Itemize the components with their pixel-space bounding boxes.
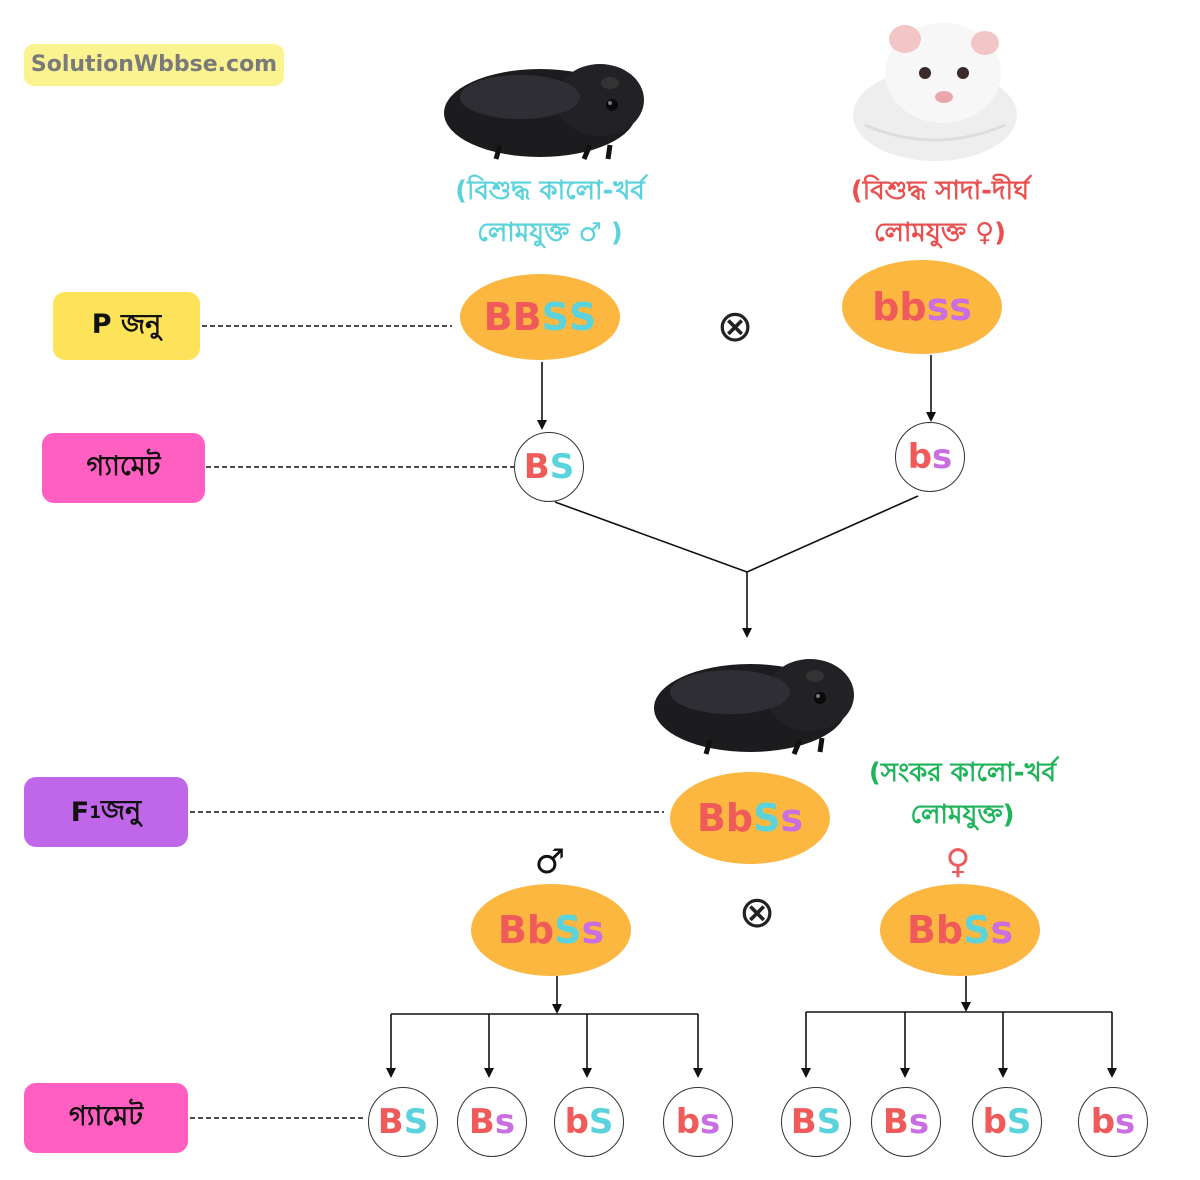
black-guinea-pig-illustration bbox=[444, 64, 644, 160]
allele-letter: b bbox=[675, 1102, 701, 1142]
cross-symbol-p: ⊗ bbox=[716, 301, 754, 352]
female-symbol: ♀ bbox=[945, 842, 971, 882]
allele-letter: s bbox=[1115, 1102, 1136, 1142]
allele-letter: b bbox=[935, 908, 964, 952]
allele-letter: B bbox=[790, 1102, 817, 1142]
gamete-label-1: গ্যামেট bbox=[42, 433, 205, 503]
f1-caption-line2: লোমযুক্ত) bbox=[910, 800, 1015, 830]
male-caption-line1: (বিশুদ্ধ কালো-খর্ব bbox=[455, 176, 645, 206]
female-parent-caption: (বিশুদ্ধ সাদা-দীর্ঘ লোমযুক্ত ♀) bbox=[790, 170, 1090, 254]
watermark: SolutionWbbse.com bbox=[24, 44, 284, 86]
allele-letter: S bbox=[403, 1102, 429, 1142]
allele-letter: b bbox=[725, 796, 754, 840]
allele-letter: B bbox=[377, 1102, 404, 1142]
allele-letter: s bbox=[932, 437, 953, 477]
allele-letter: S bbox=[1006, 1102, 1032, 1142]
allele-letter: s bbox=[990, 908, 1014, 952]
allele-letter: s bbox=[581, 908, 605, 952]
female-caption-line2: লোমযুক্ত ♀) bbox=[873, 218, 1007, 248]
allele-letter: b bbox=[1090, 1102, 1116, 1142]
allele-letter: s bbox=[908, 1102, 930, 1142]
allele-letter: b bbox=[899, 285, 927, 329]
gamete-label-2: গ্যামেট bbox=[24, 1083, 188, 1153]
allele-letter: S bbox=[549, 447, 575, 487]
allele-letter: b bbox=[982, 1102, 1007, 1142]
allele-letter: B bbox=[523, 447, 550, 487]
f1-letter: F bbox=[70, 796, 90, 828]
allele-letter: s bbox=[700, 1102, 721, 1142]
allele-letter: s bbox=[780, 796, 804, 840]
f1-caption-line1: (সংকর কালো-খর্ব bbox=[868, 758, 1057, 788]
allele-letter: B bbox=[483, 295, 513, 339]
male-symbol: ♂ bbox=[534, 842, 566, 882]
allele-letter: s bbox=[494, 1102, 516, 1142]
allele-letter: s bbox=[926, 285, 950, 329]
allele-letter: b bbox=[564, 1102, 589, 1142]
white-guinea-pig-illustration bbox=[853, 23, 1017, 161]
allele-letter: S bbox=[753, 796, 781, 840]
allele-letter: b bbox=[872, 285, 900, 329]
allele-letter: S bbox=[963, 908, 991, 952]
allele-letter: s bbox=[949, 285, 972, 329]
allele-letter: S bbox=[588, 1102, 614, 1142]
female-caption-line1: (বিশুদ্ধ সাদা-দীর্ঘ bbox=[850, 176, 1030, 206]
allele-letter: B bbox=[468, 1102, 495, 1142]
allele-letter: b bbox=[526, 908, 555, 952]
f1-caption: (সংকর কালো-খর্ব লোমযুক্ত) bbox=[820, 752, 1105, 836]
p-generation-label: P জনু bbox=[53, 292, 200, 360]
f1-rest: জনু bbox=[100, 794, 142, 826]
allele-letter: B bbox=[882, 1102, 909, 1142]
allele-letter: b bbox=[907, 437, 933, 477]
allele-letter: S bbox=[568, 295, 597, 339]
allele-letter: B bbox=[497, 908, 527, 952]
allele-letter: B bbox=[512, 295, 542, 339]
allele-letter: S bbox=[554, 908, 582, 952]
allele-letter: S bbox=[541, 295, 569, 339]
male-parent-caption: (বিশুদ্ধ কালো-খর্ব লোমযুক্ত ♂ ) bbox=[395, 170, 705, 254]
allele-letter: B bbox=[696, 796, 726, 840]
f1-subscript: 1 bbox=[89, 802, 101, 822]
hybrid-black-guinea-pig-illustration bbox=[654, 659, 854, 755]
cross-symbol-f1: ⊗ bbox=[738, 887, 776, 938]
allele-letter: B bbox=[906, 908, 936, 952]
male-caption-line2: লোমযুক্ত ♂ ) bbox=[477, 218, 623, 248]
allele-letter: S bbox=[816, 1102, 842, 1142]
